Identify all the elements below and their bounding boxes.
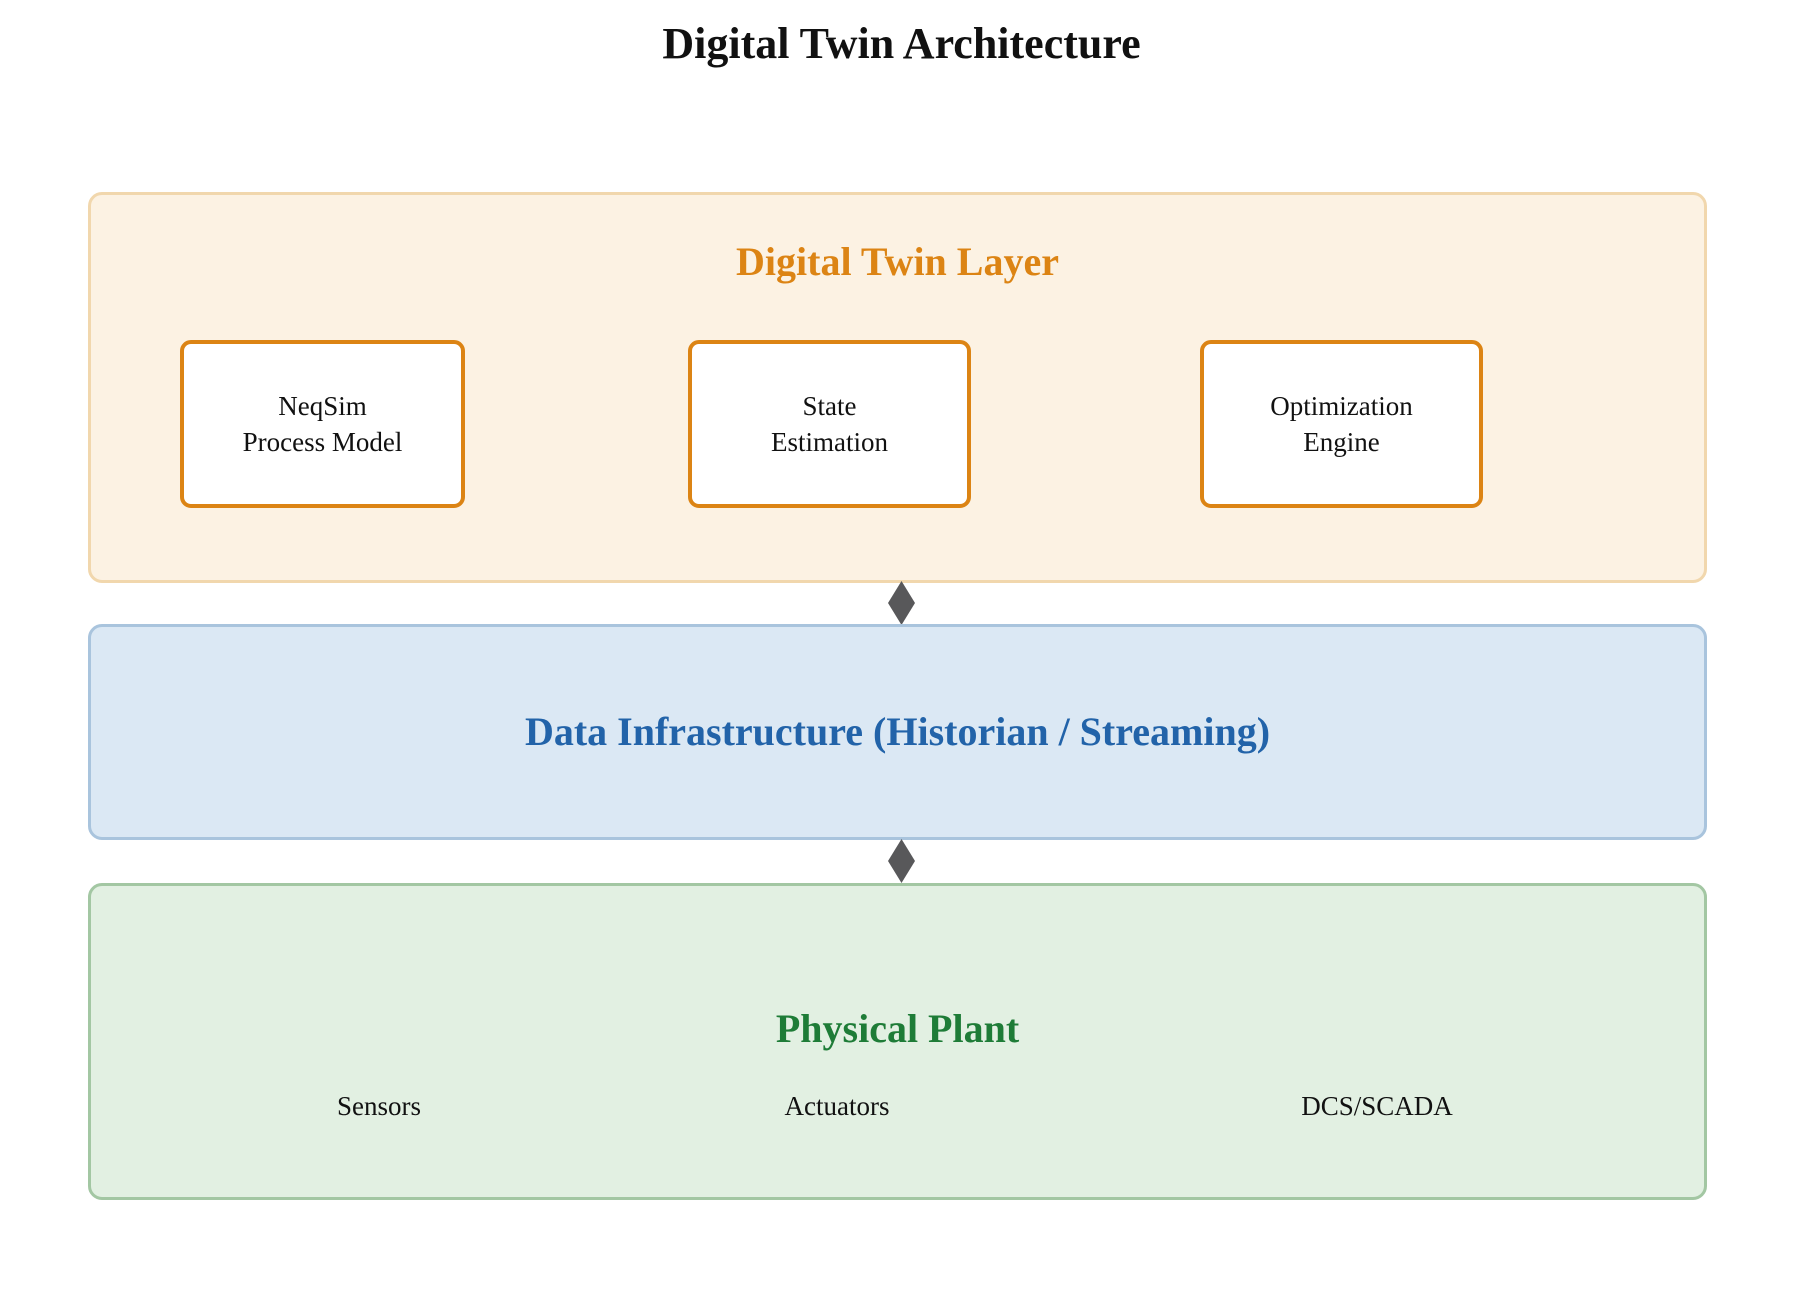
sensors-label: Sensors [336, 1091, 422, 1121]
neqsim-process-model-label-line1: NeqSim [278, 391, 367, 421]
state-estimation-box: State Estimation [688, 340, 971, 508]
diagram-title: Digital Twin Architecture [662, 19, 1141, 68]
optimization-engine-label-line2: Engine [1303, 427, 1380, 457]
optimization-engine-box: Optimization Engine [1200, 340, 1483, 508]
data-infrastructure-layer: Data Infrastructure (Historian / Streami… [88, 624, 1707, 840]
physical-plant-heading: Physical Plant [775, 1006, 1020, 1051]
neqsim-process-model-label-line2: Process Model [242, 427, 403, 457]
dcs-scada-label: DCS/SCADA [1301, 1091, 1453, 1121]
data-infrastructure-heading: Data Infrastructure (Historian / Streami… [524, 709, 1271, 754]
optimization-engine-label-line1: Optimization [1270, 391, 1413, 421]
actuators-label: Actuators [784, 1091, 890, 1121]
neqsim-process-model-box: NeqSim Process Model [180, 340, 465, 508]
connector-diamond-icon [888, 581, 915, 625]
physical-plant-layer: Physical Plant Sensors Actuators DCS/SCA… [88, 883, 1707, 1200]
connector-diamond-icon [888, 839, 915, 883]
state-estimation-label-line2: Estimation [771, 427, 888, 457]
digital-twin-layer: Digital Twin Layer NeqSim Process Model … [88, 192, 1707, 583]
state-estimation-label-line1: State [802, 391, 857, 421]
digital-twin-layer-heading: Digital Twin Layer [736, 239, 1059, 284]
